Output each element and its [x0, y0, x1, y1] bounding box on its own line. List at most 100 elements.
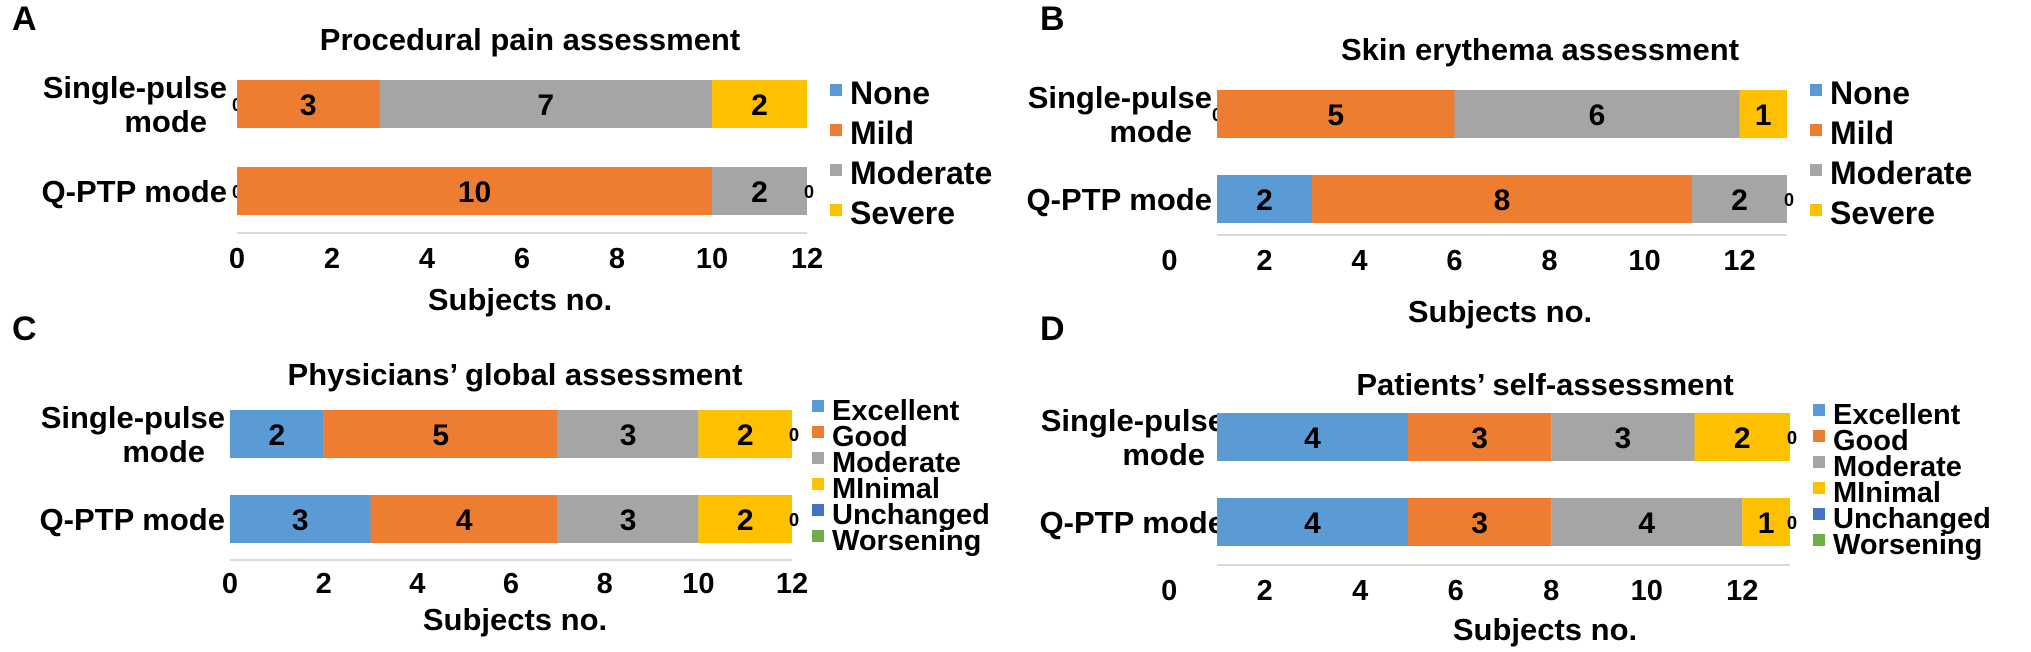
legend-swatch	[812, 400, 824, 412]
zero-data-label: 0	[1787, 513, 1797, 533]
x-tick-label: 2	[324, 243, 340, 275]
bar-data-label: 2	[1731, 184, 1748, 217]
legend-swatch	[1813, 430, 1825, 442]
legend-swatch	[830, 84, 842, 96]
legend-swatch	[1810, 164, 1822, 176]
panel-letter: A	[12, 0, 37, 38]
legend-swatch	[1813, 534, 1825, 546]
legend-swatch	[1813, 508, 1825, 520]
bar-data-label: 6	[1589, 99, 1606, 132]
zero-data-label: 0	[1784, 190, 1794, 210]
x-tick-label: 8	[1541, 245, 1557, 277]
legend-swatch	[812, 452, 824, 464]
x-tick-label: 0	[229, 243, 245, 275]
x-tick-label: 6	[503, 568, 519, 600]
x-tick-label: 2	[1257, 575, 1273, 607]
category-label: Q-PTP mode	[42, 174, 227, 209]
bar-data-label: 3	[1615, 422, 1632, 455]
legend-entry: Severe	[850, 195, 955, 231]
x-tick-label: 8	[597, 568, 613, 600]
legend-entry: MInimal	[832, 473, 940, 505]
bar-segment	[1694, 413, 1790, 461]
x-tick-label: 4	[419, 243, 435, 275]
x-tick-label: 12	[1726, 575, 1758, 607]
chart-title: Patients’ self-assessment	[1356, 367, 1733, 402]
bar-segment	[1312, 175, 1692, 223]
legend-swatch	[1813, 456, 1825, 468]
bar-segment	[698, 495, 792, 543]
legend-entry: Excellent	[832, 395, 960, 427]
bar-segment	[1454, 90, 1740, 138]
x-axis-label: Subjects no.	[1408, 294, 1592, 329]
bar-segment	[557, 410, 699, 458]
legend-entry: Moderate	[1830, 155, 1972, 191]
bar-data-label: 10	[458, 176, 491, 209]
category-label: Q-PTP mode	[1027, 182, 1212, 217]
x-tick-label: 0	[1161, 245, 1177, 277]
legend-entry: Worsening	[832, 525, 981, 557]
bar-segment	[379, 80, 712, 128]
legend-entry: Good	[1833, 425, 1909, 457]
bar-data-label: 4	[1638, 507, 1655, 540]
x-tick-label: 10	[682, 568, 714, 600]
zero-data-label: 0	[804, 182, 814, 202]
bar-segment	[1739, 90, 1787, 138]
bar-data-label: 3	[300, 89, 317, 122]
x-tick-label: 10	[696, 243, 728, 275]
zero-data-label: 0	[789, 510, 799, 530]
legend-swatch	[1810, 204, 1822, 216]
x-tick-label: 4	[409, 568, 425, 600]
x-axis-label: Subjects no.	[428, 282, 612, 317]
bar-segment	[1692, 175, 1787, 223]
bar-data-label: 3	[620, 504, 637, 537]
bar-segment	[1408, 413, 1552, 461]
x-tick-label: 6	[514, 243, 530, 275]
legend-entry: Moderate	[1833, 451, 1962, 483]
x-tick-label: 10	[1628, 245, 1660, 277]
x-tick-label: 4	[1352, 575, 1368, 607]
bar-segment	[230, 410, 324, 458]
chart-title: Physicians’ global assessment	[288, 357, 743, 392]
legend-entry: None	[850, 75, 930, 111]
x-tick-label: 8	[609, 243, 625, 275]
bar-segment	[712, 80, 807, 128]
legend-swatch	[812, 478, 824, 490]
legend-swatch	[812, 504, 824, 516]
chart-title: Procedural pain assessment	[320, 22, 740, 57]
x-tick-label: 0	[222, 568, 238, 600]
legend-swatch	[830, 124, 842, 136]
x-tick-label: 6	[1448, 575, 1464, 607]
category-label: Q-PTP mode	[1040, 505, 1225, 540]
legend-entry: Worsening	[1833, 529, 1982, 561]
bar-segment	[1742, 498, 1790, 546]
legend-swatch	[1810, 124, 1822, 136]
zero-data-label: 0	[1787, 513, 1797, 533]
legend-swatch	[812, 530, 824, 542]
legend-entry: MInimal	[1833, 477, 1941, 509]
legend-entry: Moderate	[832, 447, 961, 479]
panel-letter: D	[1040, 310, 1065, 348]
bar-data-label: 4	[1304, 422, 1321, 455]
bar-segment	[557, 495, 699, 543]
bar-data-label: 2	[1734, 422, 1751, 455]
bar-segment	[370, 495, 558, 543]
legend-entry: Moderate	[850, 155, 992, 191]
x-tick-label: 6	[1446, 245, 1462, 277]
x-tick-label: 2	[316, 568, 332, 600]
legend-entry: Mild	[1830, 115, 1894, 151]
legend-entry: Unchanged	[832, 499, 990, 531]
bar-segment	[1217, 498, 1408, 546]
x-axis-label: Subjects no.	[423, 602, 607, 637]
legend-swatch	[830, 164, 842, 176]
chart-title: Skin erythema assessment	[1341, 32, 1739, 67]
bar-segment	[712, 167, 807, 215]
bar-data-label: 4	[456, 504, 473, 537]
legend-entry: Unchanged	[1833, 503, 1991, 535]
bar-data-label: 1	[1755, 99, 1772, 132]
